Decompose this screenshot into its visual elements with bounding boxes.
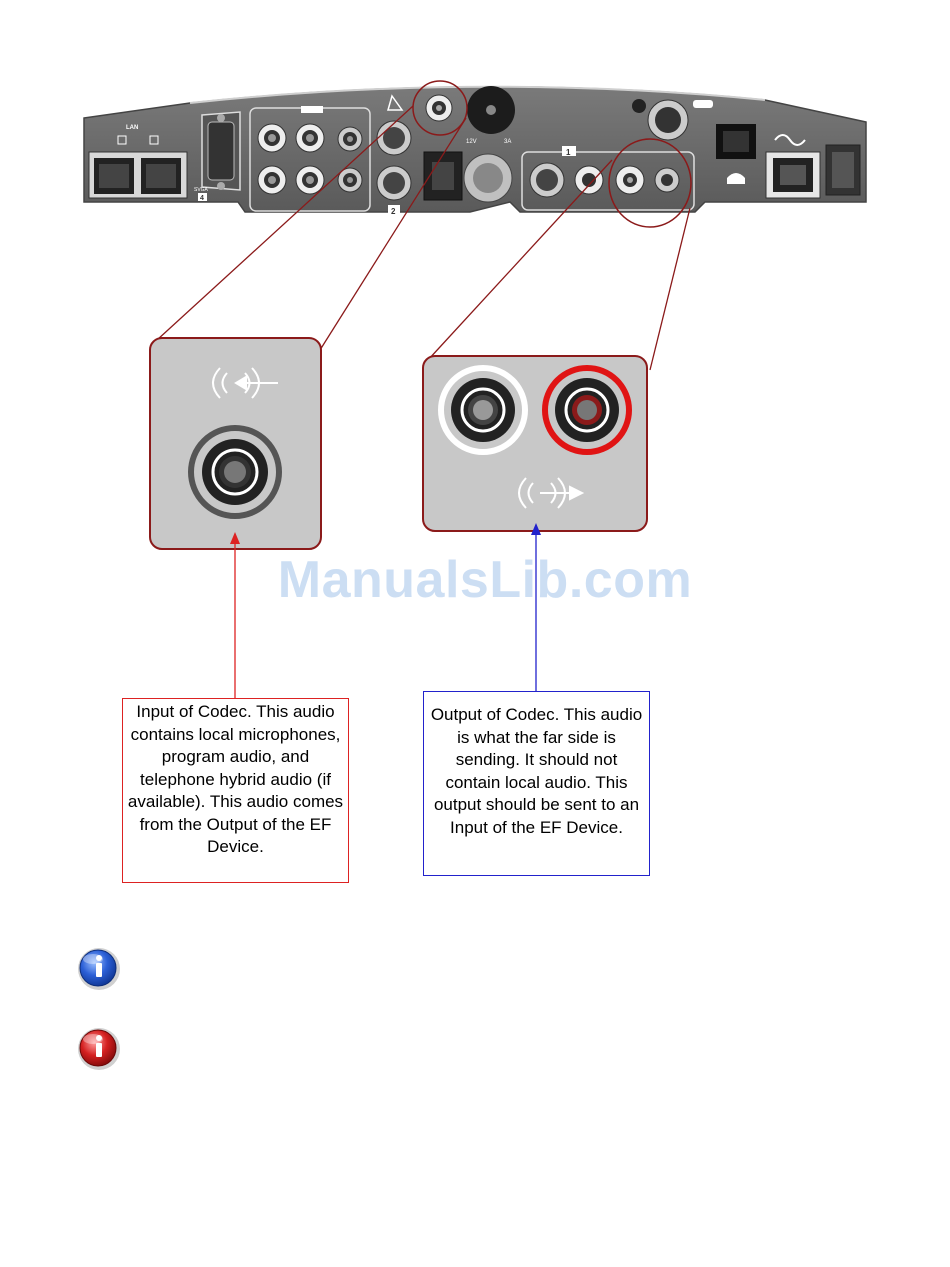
audio-output-jack-right	[542, 365, 632, 455]
input-caption: Input of Codec. This audio contains loca…	[122, 698, 349, 883]
audio-in-symbol-icon	[212, 367, 278, 399]
panel-top-edge	[189, 85, 766, 104]
lan-ports: LAN	[88, 125, 188, 199]
svideo-number: 2	[391, 207, 396, 216]
telephone-port	[716, 124, 756, 184]
audio-output-jack-left	[438, 365, 528, 455]
svga-tag: SVGA	[194, 187, 209, 193]
output-zoom-box	[422, 355, 648, 532]
power-3a: 3A	[504, 139, 511, 145]
info-icon	[78, 948, 120, 990]
output-arrow	[531, 523, 541, 691]
input-arrow	[230, 532, 240, 698]
rca-group-right: 1	[521, 146, 695, 211]
power-connector: 12V 3A	[463, 86, 515, 203]
lan-label: LAN	[126, 125, 138, 131]
mini-din-port	[632, 99, 713, 141]
audio-input-jack-small	[425, 94, 453, 122]
input-zoom-box	[149, 337, 322, 550]
svideo-ports: 2	[376, 94, 412, 216]
highlight-input-jack	[412, 80, 468, 136]
phone-port	[423, 151, 463, 201]
power-12v: 12V	[466, 139, 477, 145]
output-caption: Output of Codec. This audio is what the …	[423, 691, 650, 876]
vga-port: SVGA 4	[194, 111, 241, 202]
power-inlet	[765, 134, 861, 199]
watermark: ManualsLib.com	[277, 551, 693, 609]
vga-number: 4	[200, 195, 204, 202]
warning-icon	[78, 1028, 120, 1070]
zoom-lines	[156, 105, 691, 371]
camera-number: 1	[566, 148, 571, 157]
rear-panel: LAN SVGA 4	[83, 80, 867, 228]
highlight-output-jacks	[608, 138, 692, 228]
audio-out-symbol-icon	[518, 477, 585, 509]
rca-group-left	[249, 106, 371, 212]
audio-input-jack	[188, 425, 282, 519]
